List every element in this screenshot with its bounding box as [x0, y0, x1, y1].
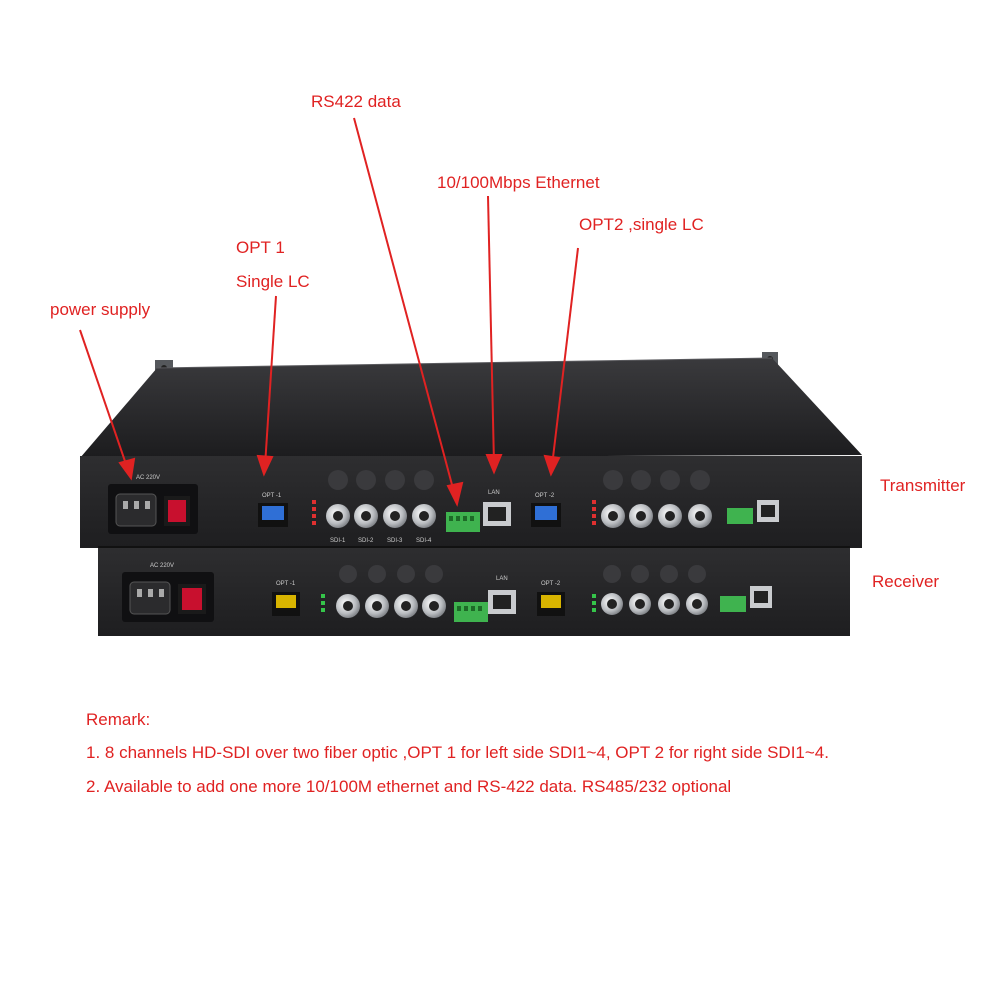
tx-lan-label: LAN [488, 490, 500, 496]
opt1-callout-line1: OPT 1 [236, 238, 285, 257]
tx-status-leds-right [592, 500, 596, 525]
rx-opt2-sfp-port [537, 592, 565, 616]
transmitter-label: Transmitter [880, 476, 966, 495]
rx-lan-label: LAN [496, 576, 508, 582]
remark-line-1: 1. 8 channels HD-SDI over two fiber opti… [86, 743, 829, 762]
opt1-callout-line2: Single LC [236, 272, 310, 291]
rs422-arrowhead [446, 481, 464, 507]
opt1-arrowhead [256, 454, 274, 477]
remark-title: Remark: [86, 710, 151, 729]
opt1-arrow [264, 295, 277, 467]
tx-lan-port [483, 502, 511, 526]
rx-opt1-sfp-port [272, 592, 300, 616]
tx-opt2-sfp-port [531, 503, 561, 527]
rx-opt1-label: OPT -1 [276, 581, 296, 587]
tx-terminal-right [727, 508, 753, 524]
power-supply-callout: power supply [50, 300, 151, 319]
rx-status-leds-right [592, 594, 596, 612]
tx-opt1-sfp-port [258, 503, 288, 527]
transmitter-front [80, 456, 862, 548]
ethernet-callout: 10/100Mbps Ethernet [437, 173, 600, 192]
rx-port-right [750, 586, 772, 608]
tx-bnc-group-right [601, 470, 712, 528]
rs422-callout: RS422 data [311, 92, 401, 111]
receiver-power-module [122, 572, 214, 622]
tx-sdi3-label: SDI-3 [387, 538, 403, 544]
power-supply-arrowhead [118, 457, 136, 481]
tx-sdi4-label: SDI-4 [416, 538, 432, 544]
rx-rs422-terminal [454, 602, 488, 622]
opt2-arrowhead [543, 454, 561, 477]
tx-bnc-group-left [326, 470, 436, 528]
rx-terminal-right [720, 596, 746, 612]
transmitter-top [80, 358, 862, 458]
tx-port-right [757, 500, 779, 522]
rx-ac-label: AC 220V [150, 563, 174, 569]
tx-sdi2-label: SDI-2 [358, 538, 374, 544]
tx-opt1-label: OPT -1 [262, 493, 282, 499]
ethernet-arrow [487, 195, 495, 465]
rx-bnc-group-left [336, 565, 446, 618]
tx-ac-label: AC 220V [136, 475, 160, 481]
transmitter-power-module [108, 484, 198, 534]
remark-line-2: 2. Available to add one more 10/100M eth… [86, 777, 732, 796]
tx-status-leds-left [312, 500, 316, 525]
opt2-arrow [551, 247, 579, 467]
rx-status-leds-left [321, 594, 325, 612]
rx-opt2-label: OPT -2 [541, 581, 561, 587]
tx-sdi1-label: SDI-1 [330, 538, 346, 544]
power-supply-arrow [79, 329, 129, 471]
tx-opt2-label: OPT -2 [535, 493, 555, 499]
receiver-label: Receiver [872, 572, 940, 591]
rx-bnc-group-right [601, 565, 708, 615]
ethernet-arrowhead [485, 454, 503, 475]
opt2-callout: OPT2 ,single LC [579, 215, 704, 234]
rx-lan-port [488, 590, 516, 614]
tx-rs422-terminal [446, 512, 480, 532]
rs422-arrow [353, 117, 456, 497]
